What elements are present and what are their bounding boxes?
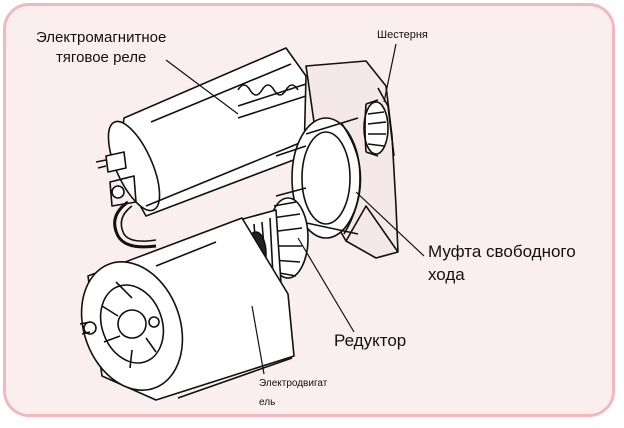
leader-lines xyxy=(165,43,425,375)
leader-clutch xyxy=(355,191,425,257)
leader-motor xyxy=(251,305,265,375)
diagram-frame: Электромагнитное тяговое реле Шестерня М… xyxy=(3,3,615,417)
label-electric-motor: Электродвигат ель xyxy=(259,374,327,412)
label-solenoid-relay: Электромагнитное тяговое реле xyxy=(36,28,166,69)
label-pinion-gear: Шестерня xyxy=(377,29,428,41)
leader-relay xyxy=(165,59,239,115)
motor-housing xyxy=(79,217,295,401)
pinion-gear xyxy=(363,99,389,157)
label-solenoid-relay-line2: тяговое реле xyxy=(55,49,147,67)
starter-illustration xyxy=(79,43,425,401)
solenoid-relay xyxy=(95,47,307,217)
label-freewheel-clutch-line1: Муфта свободного xyxy=(428,242,576,261)
label-reducer: Редуктор xyxy=(334,331,407,350)
label-electric-motor-line2: ель xyxy=(259,397,276,408)
label-electric-motor-line1: Электродвигат xyxy=(259,378,328,389)
label-freewheel-clutch: Муфта свободного хода xyxy=(428,241,576,287)
label-solenoid-relay-line1: Электромагнитное xyxy=(36,29,167,46)
starter-drawing xyxy=(79,43,425,401)
leader-reducer xyxy=(297,237,355,333)
label-freewheel-clutch-line2: хода xyxy=(428,264,465,284)
clutch-assembly xyxy=(275,117,362,239)
leader-gear xyxy=(383,43,397,103)
